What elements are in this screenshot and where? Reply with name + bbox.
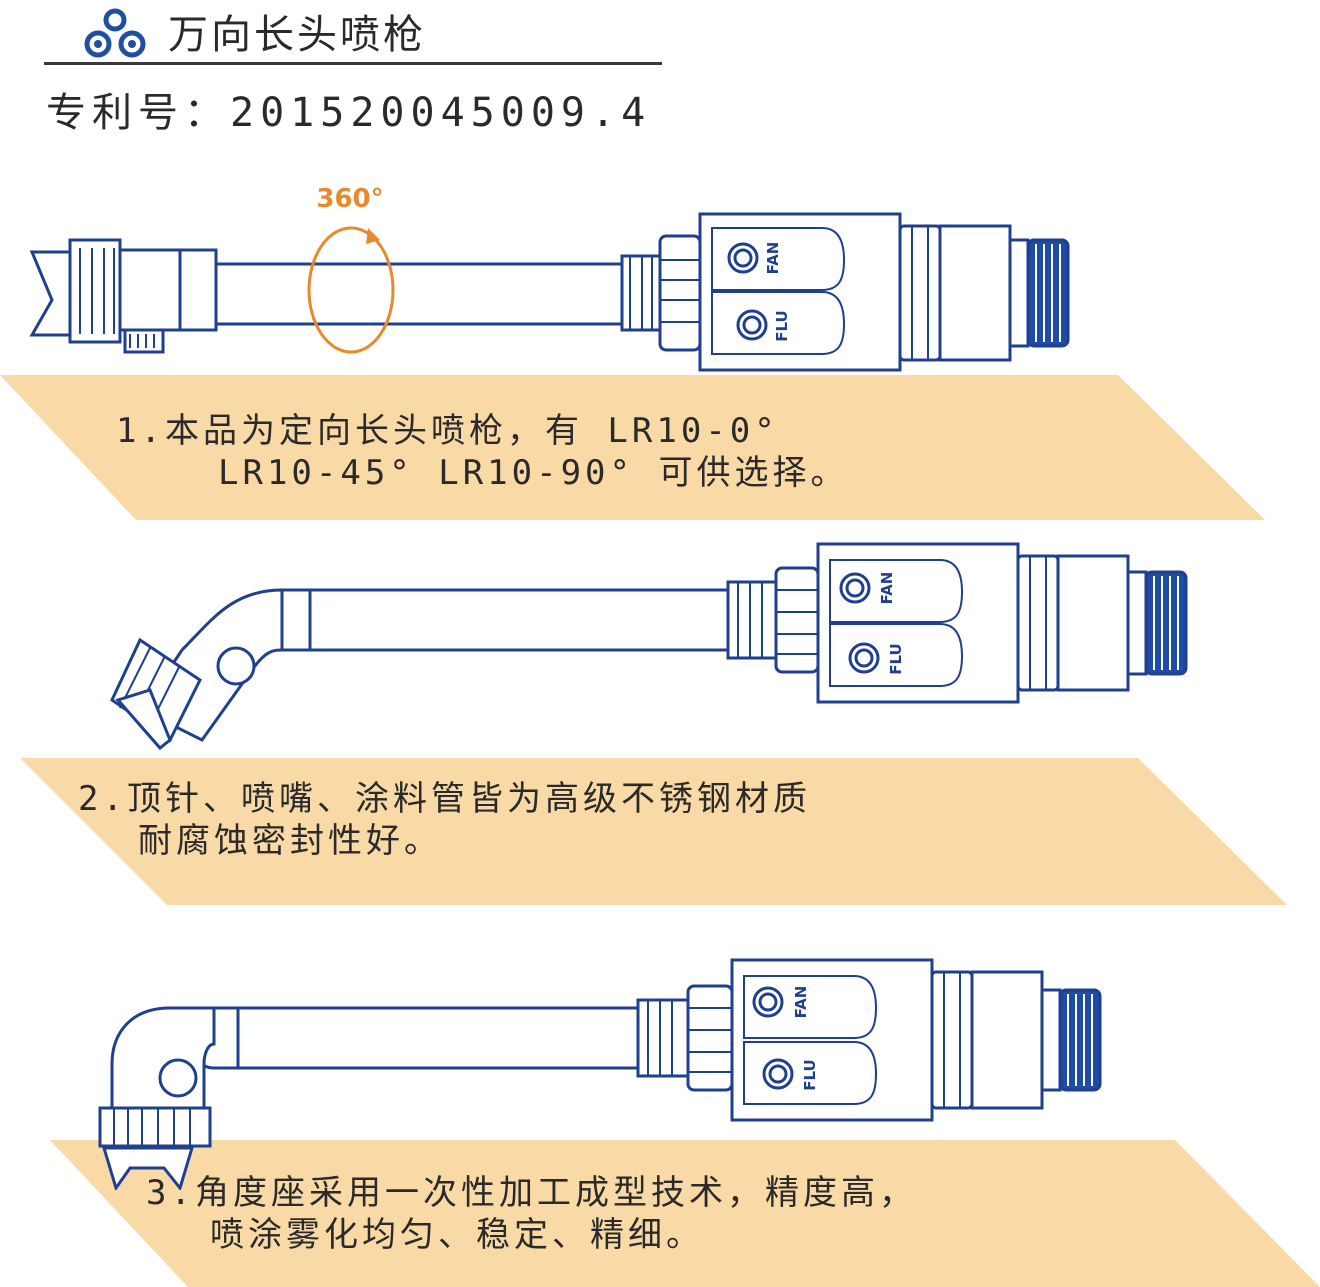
feature-2-line-2: 耐腐蚀密封性好。 — [138, 821, 442, 861]
fan-port-label: FAN — [792, 986, 810, 1019]
spray-gun-45: FAN FLU — [110, 542, 1188, 751]
rotation-label: 360° — [316, 184, 383, 214]
rotation-arrow-icon — [307, 226, 395, 354]
feature-3-line-2: 喷涂雾化均匀、稳定、精细。 — [210, 1215, 704, 1255]
spray-gun-90: FAN FLU — [98, 958, 1102, 1190]
feature-band-3 — [50, 1140, 1320, 1287]
flu-port-label: FLU — [773, 310, 791, 341]
fan-port-label: FAN — [764, 242, 782, 275]
feature-band-2 — [20, 758, 1287, 905]
page-title: 万向长头喷枪 — [168, 12, 426, 58]
fan-port-label: FAN — [878, 572, 896, 605]
feature-band-1 — [0, 375, 1265, 520]
feature-1-line-1: 1.本品为定向长头喷枪，有 LR10-0° — [116, 411, 779, 451]
feature-2-line-1: 2.顶针、喷嘴、涂料管皆为高级不锈钢材质 — [78, 779, 811, 819]
title-divider — [44, 62, 662, 65]
spray-gun-straight: FAN FLU 360° — [29, 184, 1070, 372]
flu-port-label: FLU — [887, 643, 905, 674]
feature-3-line-1: 3.角度座采用一次性加工成型技术，精度高， — [146, 1173, 917, 1213]
logo-icon — [84, 8, 146, 58]
feature-1-line-2: LR10-45° LR10-90° 可供选择。 — [218, 453, 849, 493]
patent-number: 专利号：201520045009.4 — [46, 90, 652, 136]
flu-port-label: FLU — [801, 1059, 819, 1090]
